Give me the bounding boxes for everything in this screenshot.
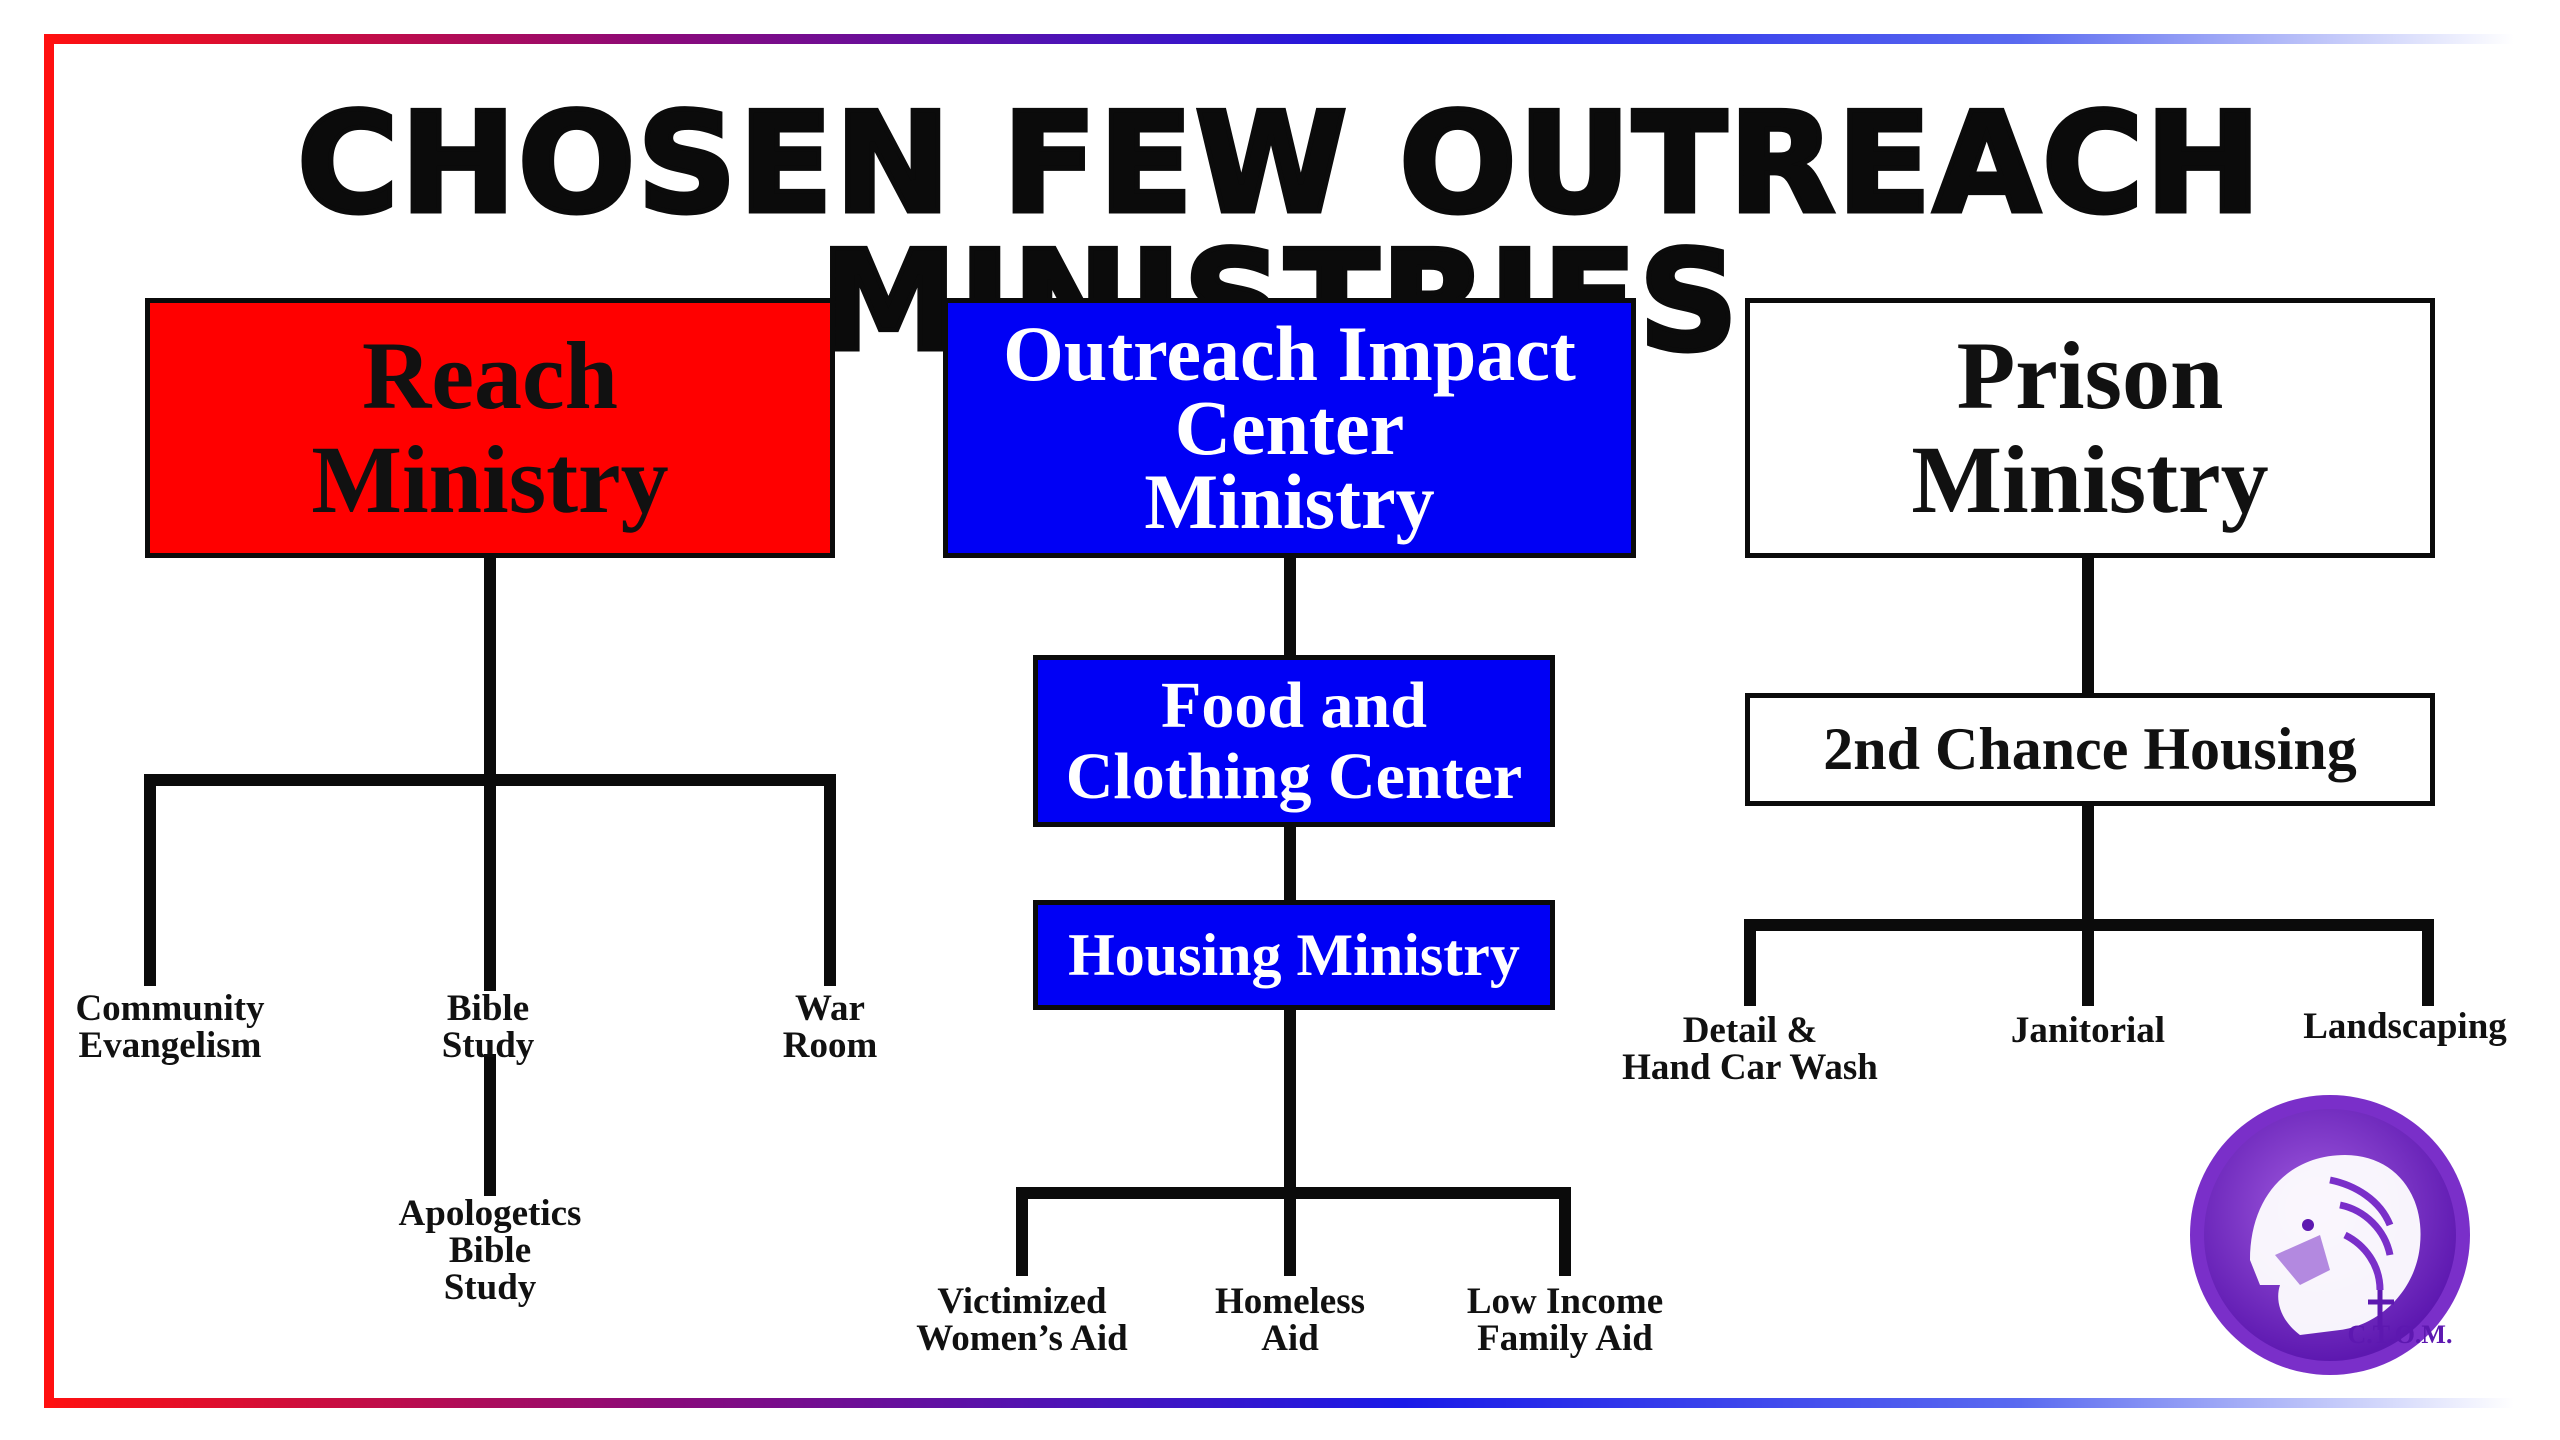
impact-title-line2: Center	[1174, 383, 1405, 471]
prison-branch	[1744, 919, 2434, 1006]
homeless-line1: Homeless	[1214, 1281, 1366, 1322]
reach-ministry-box: Reach Ministry	[145, 298, 835, 558]
impact-ministry-box: Outreach Impact Center Ministry	[943, 298, 1636, 558]
war-room-label: War Room	[783, 990, 878, 1064]
lowincome-line2: Family Aid	[1477, 1318, 1653, 1359]
prison-title-line1: Prison	[1956, 322, 2224, 430]
low-income-family-aid-label: Low Income Family Aid	[1467, 1283, 1663, 1357]
janitorial-text: Janitorial	[2010, 1010, 2166, 1051]
apologetics-line1: Apologetics	[398, 1193, 582, 1234]
homeless-line2: Aid	[1261, 1318, 1319, 1359]
victimized-womens-aid-label: Victimized Women’s Aid	[916, 1283, 1127, 1357]
food-clothing-box: Food and Clothing Center	[1033, 655, 1555, 827]
detail-car-wash-label: Detail & Hand Car Wash	[1622, 1012, 1878, 1086]
second-chance-housing-box: 2nd Chance Housing	[1745, 693, 2435, 806]
reach-branch	[144, 774, 836, 986]
prison-ministry-box: Prison Ministry	[1745, 298, 2435, 558]
janitorial-label: Janitorial	[2011, 1012, 2165, 1049]
housing-ministry-box: Housing Ministry	[1033, 900, 1555, 1010]
bible-line2: Study	[441, 1025, 535, 1066]
community-line2: Evangelism	[78, 1025, 262, 1066]
apologetics-line2: Bible	[448, 1230, 532, 1271]
reach-title-line1: Reach	[362, 322, 618, 430]
detail-line1: Detail &	[1682, 1010, 1818, 1051]
reach-title-line2: Ministry	[311, 426, 669, 533]
bible-study-label: Bible Study	[442, 990, 535, 1064]
community-evangelism-label: Community Evangelism	[75, 990, 264, 1064]
housing-branch	[1016, 1187, 1571, 1276]
food-line1: Food and	[1161, 668, 1427, 742]
apologetics-line3: Study	[443, 1267, 537, 1308]
detail-line2: Hand Car Wash	[1622, 1047, 1878, 1088]
prison-title-line2: Ministry	[1911, 426, 2269, 533]
logo-text: C.T.O.M.	[2348, 1320, 2453, 1349]
impact-title-line1: Outreach Impact	[1003, 309, 1576, 397]
homeless-aid-label: Homeless Aid	[1215, 1283, 1365, 1357]
women-line1: Victimized	[937, 1281, 1107, 1322]
second-chance-label: 2nd Chance Housing	[1823, 716, 2357, 783]
community-line1: Community	[75, 988, 265, 1029]
war-line2: Room	[782, 1025, 878, 1066]
landscaping-text: Landscaping	[2303, 1006, 2507, 1047]
food-line2: Clothing Center	[1065, 740, 1523, 813]
housing-label: Housing Ministry	[1068, 921, 1520, 988]
lowincome-line1: Low Income	[1466, 1281, 1664, 1322]
lion-head-icon: C.T.O.M.	[2190, 1095, 2470, 1375]
landscaping-label: Landscaping	[2303, 1008, 2507, 1045]
war-line1: War	[795, 988, 865, 1029]
impact-title-line3: Ministry	[1144, 458, 1435, 546]
bible-line1: Bible	[446, 988, 530, 1029]
women-line2: Women’s Aid	[916, 1318, 1128, 1359]
apologetics-bible-study-label: Apologetics Bible Study	[399, 1195, 582, 1306]
